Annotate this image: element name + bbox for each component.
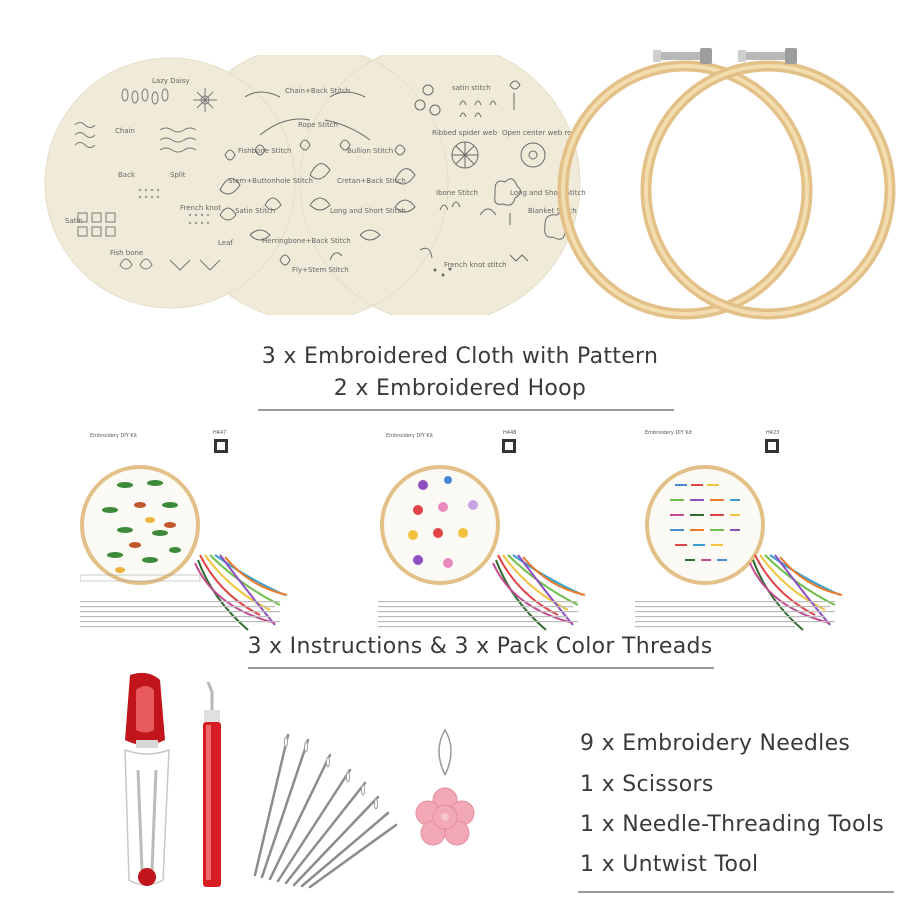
caption-hoop: 2 x Embroidered Hoop: [333, 376, 587, 401]
item-untwist-tool: 1 x Untwist Tool: [580, 852, 759, 877]
cloth-label: Leaf: [218, 239, 233, 247]
scissors-icon: [124, 672, 170, 886]
cloth-label: Cretan+Back Stitch: [337, 177, 406, 185]
cloth-label: Lazy Daisy: [152, 77, 190, 85]
cloth-label: Open center web rose: [502, 129, 579, 137]
cloth-label: Bullion Stitch: [347, 147, 393, 155]
sheet-title: Embroidery DIY Kit: [645, 430, 693, 436]
cloth-label: Ribbed spider web: [432, 129, 498, 137]
cloth-label: French knot: [180, 204, 221, 212]
cloth-2-pattern: [219, 91, 416, 266]
sheet-code: H448: [503, 430, 517, 436]
cloth-label: Stem+Buttonhole Stitch: [228, 177, 313, 185]
cloth-label: Long and Short Stitch: [330, 207, 406, 215]
cloth-label: Satin: [65, 217, 83, 225]
cloth-label: Back: [118, 171, 136, 179]
divider: [248, 667, 714, 669]
item-needles: 9 x Embroidery Needles: [580, 731, 851, 756]
hoop-2: [640, 48, 896, 320]
hoop-1: [557, 48, 813, 320]
cloth-label: Rope Stitch: [298, 121, 338, 129]
cloth-label: Long and Short Stitch: [510, 189, 586, 197]
cloth-label: Fishbone Stitch: [238, 147, 291, 155]
embroidery-hoops: [557, 48, 896, 320]
caption-cloth: 3 x Embroidered Cloth with Pattern: [261, 344, 659, 369]
sheet-code: H423: [766, 430, 780, 436]
sheet-code: H447: [213, 430, 227, 436]
tools-illustration: [124, 672, 475, 889]
needles-icon: [253, 733, 398, 889]
cloth-1: [44, 57, 296, 309]
instruction-sheet-2: [378, 425, 588, 650]
cloth-label: Chain: [115, 127, 135, 135]
untwist-tool-icon: [203, 681, 221, 887]
divider: [258, 409, 674, 411]
needle-threader-icon: [415, 728, 475, 846]
sheet-title: Embroidery DIY Kit: [90, 433, 138, 439]
instruction-sheet-3: [635, 425, 847, 650]
item-threading-tools: 1 x Needle-Threading Tools: [580, 812, 884, 837]
embroidery-cloths: Lazy Daisy Chain Back Split Satin French…: [44, 55, 586, 315]
cloth-label: French knot stitch: [444, 261, 507, 269]
instruction-sheet-1: [80, 425, 290, 650]
item-scissors: 1 x Scissors: [580, 772, 714, 797]
cloth-label: satin stitch: [452, 84, 491, 92]
cloth-label: Fly+Stem Stitch: [292, 266, 349, 274]
cloth-label: Ibone Stitch: [436, 189, 478, 197]
caption-instructions: 3 x Instructions & 3 x Pack Color Thread…: [200, 634, 760, 659]
sheet-title: Embroidery DIY Kit: [386, 433, 434, 439]
cloth-label: Chain+Back Stitch: [285, 87, 350, 95]
divider: [578, 891, 894, 893]
cloth-label: Fish bone: [110, 249, 143, 257]
cloth-label: Satin Stitch: [235, 207, 275, 215]
cloth-label: Blanket Stitch: [528, 207, 577, 215]
cloth-label: Split: [170, 171, 186, 179]
cloth-label: Herringbone+Back Stitch: [262, 237, 351, 245]
cloth-1-pattern: [74, 88, 221, 271]
instruction-sheets: [80, 425, 847, 650]
